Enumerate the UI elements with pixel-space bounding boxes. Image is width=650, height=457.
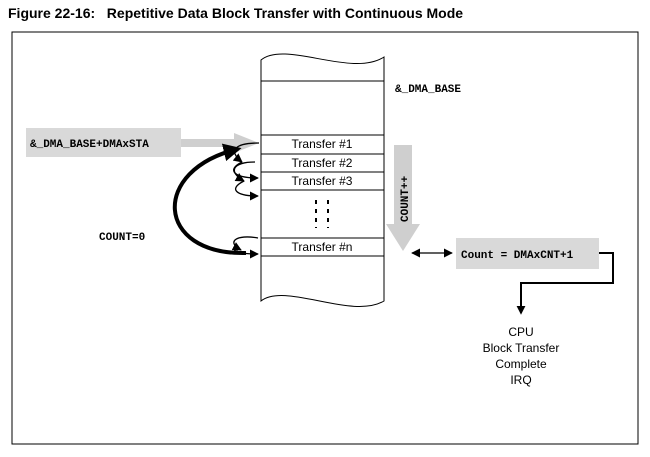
irq-elbow-arrow [516,252,614,315]
transfer-n-label: Transfer #n [292,240,353,254]
start-address-arrow [181,133,259,153]
transfer-2-label: Transfer #2 [292,156,353,170]
count-zero-return-arrow [172,143,247,256]
irq-line-4: IRQ [510,373,531,387]
transfer-loop-arrows [231,142,260,259]
count-formula-label: Count = DMAxCNT+1 [461,250,574,262]
figure-frame [11,31,639,445]
memory-block [260,53,385,307]
irq-line-2: Block Transfer [483,341,560,355]
count-zero-label: COUNT=0 [99,232,145,244]
figure-title: Figure 22-16: Repetitive Data Block Tran… [8,5,464,21]
irq-line-1: CPU [508,325,533,339]
count-formula-box [456,238,599,269]
irq-line-3: Complete [495,357,547,371]
transfer-3-label: Transfer #3 [292,174,353,188]
dma-base-label: &_DMA_BASE [395,84,461,96]
count-increment-arrow [386,145,420,251]
transfer-1-label: Transfer #1 [292,137,353,151]
start-address-label: &_DMA_BASE+DMAxSTA [30,139,149,151]
start-address-box [26,128,181,157]
count-increment-label: COUNT++ [400,175,412,222]
